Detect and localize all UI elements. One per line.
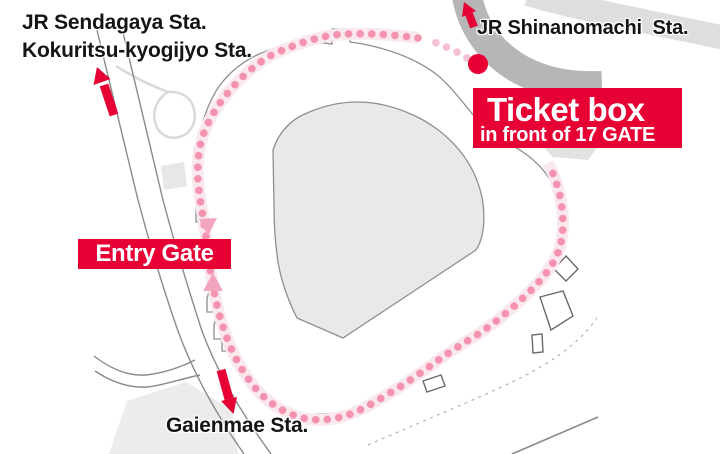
- gaienmae-arrow-icon: [221, 397, 237, 414]
- building-narrow: [531, 333, 544, 354]
- side-path-loop: [153, 90, 196, 139]
- road-line-bottom-right: [511, 416, 599, 454]
- walking-route-dots: [193, 29, 567, 424]
- ticket-box-location-dot-icon: [468, 54, 488, 74]
- entry-gate-badge: Entry Gate: [78, 239, 231, 269]
- branch-road-bottom-edge: [94, 370, 201, 388]
- gaienmae-arrow-shaft: [216, 368, 234, 401]
- shinanomachi-arrow-icon: [462, 2, 476, 17]
- road-band-fragment: [545, 148, 597, 160]
- ticket-box-title: Ticket box: [487, 91, 645, 128]
- sendagaya-arrow-icon: [93, 67, 111, 85]
- route-arrowhead-up-icon: [203, 273, 223, 291]
- branch-road-top-edge: [93, 355, 196, 376]
- sendagaya-arrow-shaft: [99, 83, 119, 117]
- gray-block-bottom-left: [109, 382, 238, 454]
- ticket-box-badge: Ticket box in front of 17 GATE: [473, 88, 682, 148]
- side-path: [115, 64, 169, 94]
- label-kokuritsu-line2: Kokuritsu-kyogijyo Sta.: [22, 39, 252, 62]
- shinanomachi-arrow-shaft: [465, 12, 478, 29]
- ticket-box-subtitle: in front of 17 GATE: [480, 124, 656, 146]
- route-arrowhead-down-icon: [199, 218, 217, 236]
- label-sendagaya-station: JR Sendagaya Sta. Kokuritsu-kyogijyo Sta…: [22, 9, 252, 65]
- buildings: [422, 254, 579, 393]
- road-band-light: [524, 0, 720, 50]
- station-direction-arrows: [93, 2, 478, 414]
- stadium-building: [272, 101, 485, 339]
- building-bottom: [422, 374, 446, 393]
- building-large: [539, 290, 574, 332]
- gray-block-small: [161, 162, 187, 190]
- label-shinanomachi-station: JR Shinanomachi Sta.: [477, 17, 689, 39]
- walking-route-dots-faded: [427, 37, 471, 62]
- label-sendagaya-line1: JR Sendagaya Sta.: [22, 11, 207, 34]
- label-gaienmae-station: Gaienmae Sta.: [166, 414, 309, 437]
